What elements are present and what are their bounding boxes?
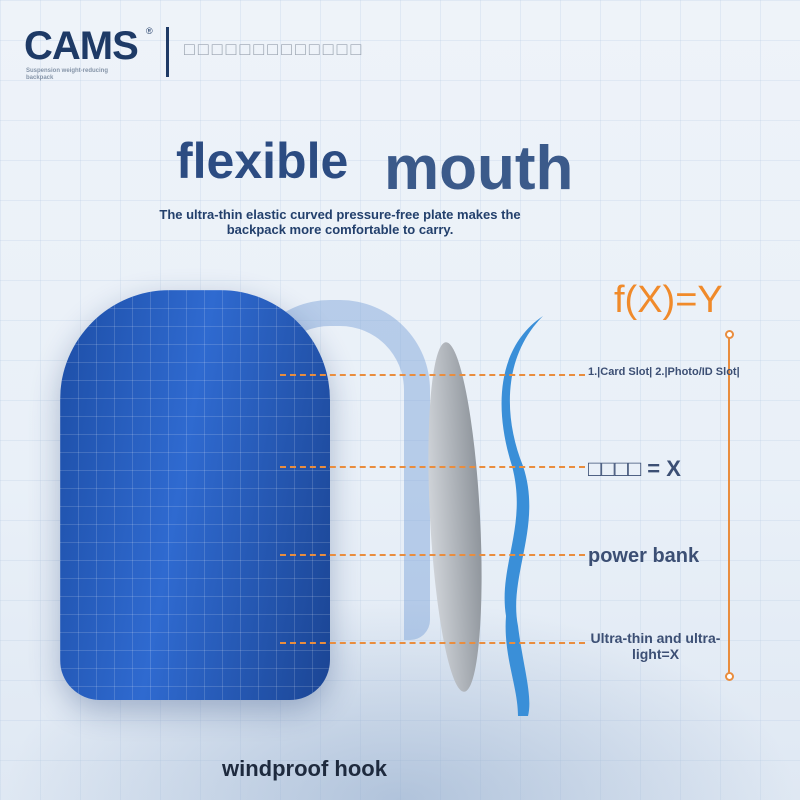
callout-ultra-thin: Ultra-thin and ultra-light=X <box>590 630 721 662</box>
backpack-image <box>60 290 330 700</box>
callout-line <box>280 554 585 556</box>
callout-x: □□□□ = X <box>588 456 681 481</box>
brand-tagline: □□□□□□□□□□□□□ <box>184 39 365 59</box>
formula-axis <box>728 334 730 676</box>
headline-flexible: flexible <box>176 133 349 189</box>
headline-mouth: mouth <box>384 134 574 203</box>
callout-card-slot: 1.|Card Slot| 2.|Photo/ID Slot| <box>588 366 740 378</box>
brand-logo: CAMS <box>24 24 139 68</box>
brand-subtitle: Suspension weight-reducing backpack <box>26 68 109 81</box>
spine-curve-icon <box>501 316 543 716</box>
callout-line <box>280 642 585 644</box>
registered-mark: ® <box>146 26 153 36</box>
axis-bottom-dot <box>725 672 734 681</box>
callout-line <box>280 374 585 376</box>
logo-divider <box>166 27 169 77</box>
callout-power-bank: power bank <box>588 545 700 567</box>
axis-top-dot <box>725 330 734 339</box>
formula-label: f(X)=Y <box>614 279 723 321</box>
callout-line <box>280 466 585 468</box>
headline-description: The ultra-thin elastic curved pressure-f… <box>159 207 521 237</box>
footer-caption: windproof hook <box>222 756 387 781</box>
